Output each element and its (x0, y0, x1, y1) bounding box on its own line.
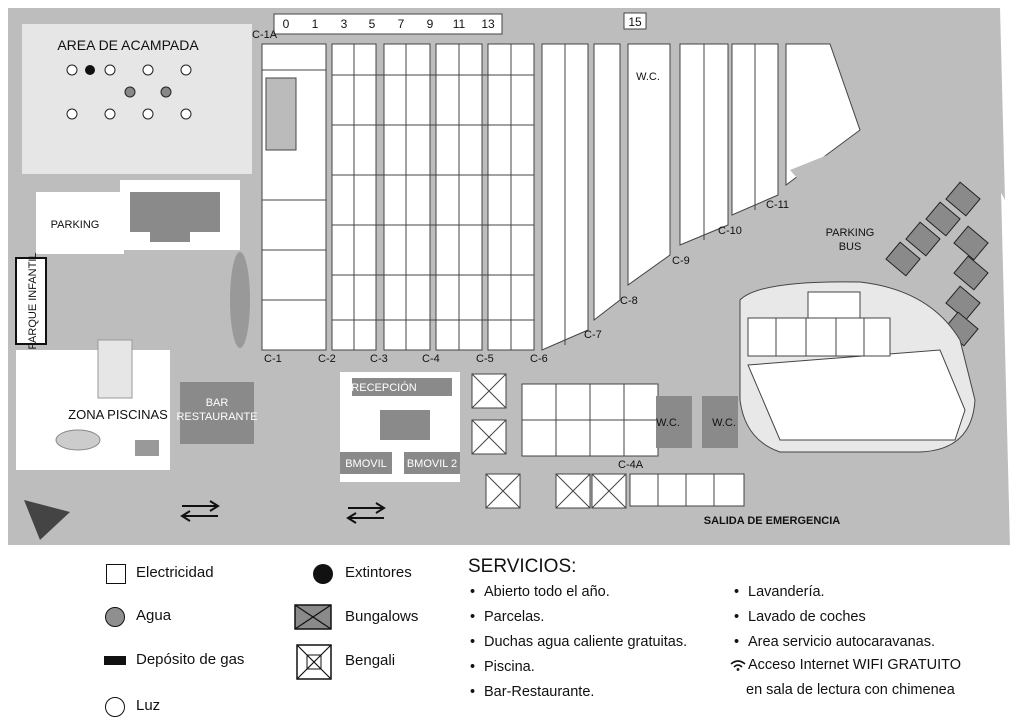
service-item: Lavado de coches (734, 609, 866, 625)
legend-luz: Luz (136, 697, 161, 714)
parking-bus-label: PARKING (826, 227, 875, 239)
row-label: C-11 (766, 199, 789, 211)
electricity-icon (106, 564, 126, 584)
row-label: C-8 (620, 295, 638, 307)
light-icon (105, 697, 125, 717)
parking-area (36, 192, 124, 254)
bmovil-2[interactable] (404, 452, 460, 474)
wifi-service-line2: en sala de lectura con chimenea (746, 682, 955, 698)
bmovil[interactable] (340, 452, 392, 474)
bus-label: BUS (839, 241, 862, 253)
service-item: Piscina. (470, 659, 535, 675)
wc-label: W.C. (656, 417, 680, 429)
gas-tank-icon (104, 656, 126, 665)
salida-emergencia-label: SALIDA DE EMERGENCIA (704, 515, 841, 527)
service-item: Area servicio autocaravanas. (734, 634, 935, 650)
row-label: C-5 (476, 353, 494, 365)
row-label: C-1A (252, 29, 278, 41)
row-label: C-1 (264, 353, 282, 365)
extinguisher-icon (313, 564, 333, 584)
recepcion[interactable] (352, 378, 452, 396)
service-item: Abierto todo el año. (470, 584, 610, 600)
restaurante-label: RESTAURANTE (176, 411, 257, 423)
wc-label: W.C. (636, 71, 660, 83)
parking-label: PARKING (51, 219, 100, 231)
bungalow-icon (294, 604, 332, 630)
legend-extintores: Extintores (345, 564, 412, 581)
traffic-arrows (180, 500, 386, 524)
plot-rows (261, 43, 861, 351)
corner-marker (24, 500, 70, 540)
recepcion-label: RECEPCIÓN (351, 381, 416, 394)
wifi-service-line1: Acceso Internet WIFI GRATUITO (748, 657, 961, 673)
service-item: Duchas agua caliente gratuitas. (470, 634, 687, 650)
bar-label: BAR (206, 397, 229, 409)
plot-label: 7 (398, 17, 405, 31)
row-label: C-10 (718, 225, 742, 237)
grass-island (230, 252, 250, 348)
services-title: SERVICIOS: (468, 556, 577, 577)
camping-area (22, 24, 252, 174)
legend-electricidad: Electricidad (136, 564, 214, 581)
bengali-icon (296, 644, 332, 680)
plot-label: 11 (453, 17, 466, 31)
row-label: C-4 (422, 353, 440, 365)
parque-infantil[interactable] (15, 257, 47, 345)
parque-infantil-label: PARQUE INFANTIL (27, 253, 39, 350)
c4a-plots (521, 383, 745, 507)
legend-bungalows: Bungalows (345, 608, 419, 625)
row-label: C-2 (318, 353, 336, 365)
bengali-units (471, 373, 627, 509)
plot-label: 5 (369, 17, 376, 31)
bar-restaurante[interactable] (180, 382, 254, 444)
row-label: C-3 (370, 353, 388, 365)
row-label: C-7 (584, 329, 602, 341)
legend-bengali: Bengali (345, 652, 396, 669)
water-icon (105, 607, 125, 627)
bmovil2-label: BMOVIL 2 (407, 458, 457, 470)
row-labels: C-1A C-1 C-2 C-3 C-4 C-5 C-6 C-7 C-8 C-9… (252, 29, 789, 471)
oval-upper-plots (747, 291, 891, 357)
plot-label: 13 (481, 17, 495, 31)
legend-deposito-gas: Depósito de gas (136, 651, 245, 668)
row-label: C-9 (672, 255, 690, 267)
wc-label: W.C. (712, 417, 736, 429)
plot-label: 1 (312, 17, 319, 31)
plot-label: 9 (427, 17, 434, 31)
plot-label: 15 (628, 15, 642, 29)
camping-points (66, 64, 192, 120)
row-label: C-4A (618, 459, 644, 471)
legend-agua: Agua (136, 607, 172, 624)
plot-label: 3 (341, 17, 348, 31)
service-item: Parcelas. (470, 609, 544, 625)
row-label: C-6 (530, 353, 548, 365)
plot-label: 0 (283, 17, 290, 31)
zona-piscinas-label: ZONA PISCINAS (68, 407, 168, 422)
campsite-map: AREA DE ACAMPADA PARKING PARQUE INFANTIL… (8, 8, 1010, 545)
service-item: Bar-Restaurante. (470, 684, 594, 700)
area-acampada-label: AREA DE ACAMPADA (57, 37, 199, 53)
bmovil-label: BMOVIL (345, 458, 387, 470)
wifi-icon (730, 660, 746, 671)
service-item: Lavandería. (734, 584, 825, 600)
top-plot-strip: 0 1 3 5 7 9 11 13 15 (273, 12, 647, 35)
